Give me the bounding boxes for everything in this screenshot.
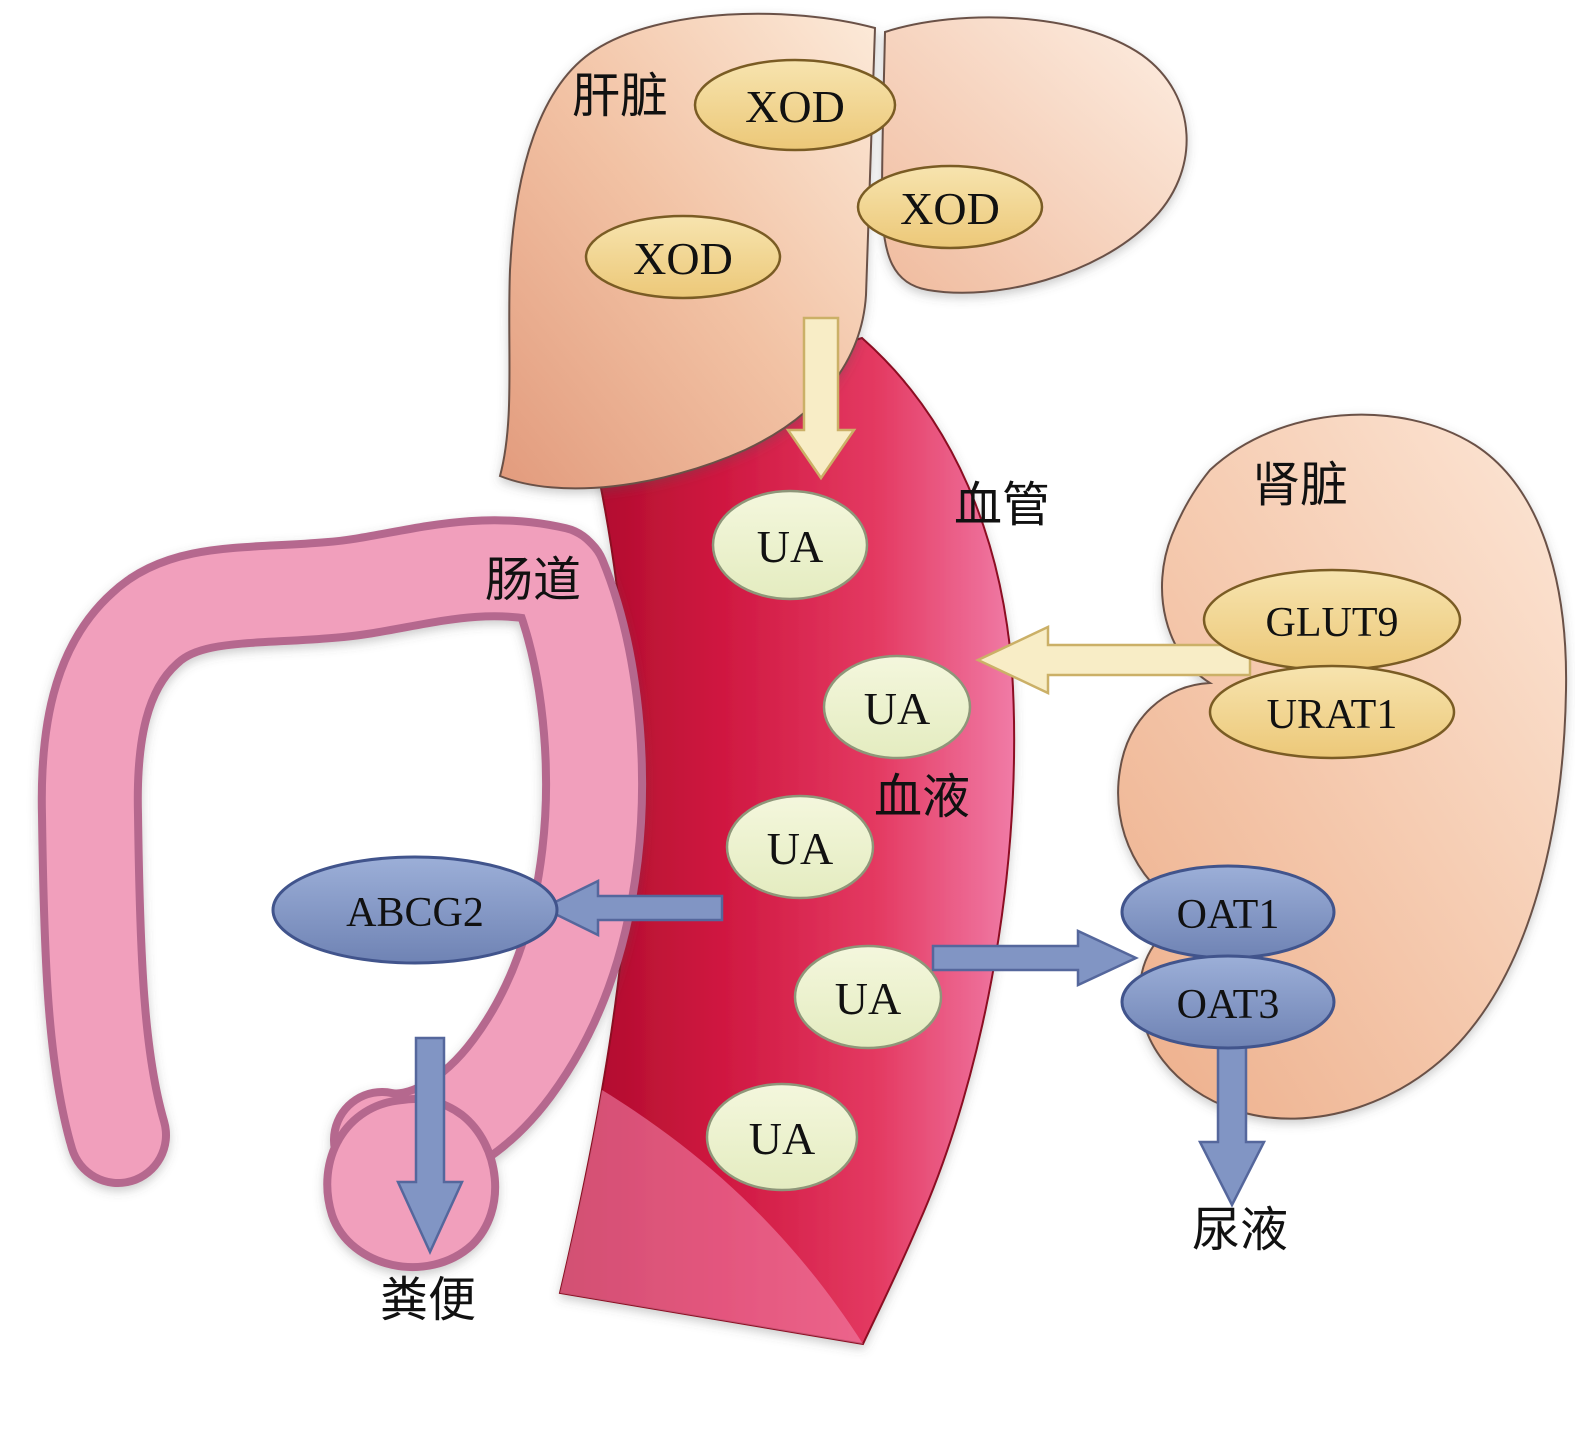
ua-label: UA	[835, 973, 901, 1024]
intestine-label: 肠道	[485, 554, 581, 607]
xod-label: XOD	[900, 183, 1000, 234]
oat3-ellipse	[1120, 954, 1336, 1050]
oat1-label: OAT1	[1177, 892, 1280, 938]
blood-label: 血液	[874, 771, 970, 824]
ua-node-1: UA	[711, 489, 869, 601]
liver-right-lobe	[880, 16, 1188, 294]
ua-label: UA	[749, 1113, 815, 1164]
xod-ellipse	[693, 58, 897, 152]
kidney-label: 肾脏	[1252, 459, 1348, 512]
urat1-node: URAT1	[1208, 664, 1456, 760]
intestine-arch	[45, 524, 599, 1179]
ua-label: UA	[757, 521, 823, 572]
ua-ellipse	[711, 489, 869, 601]
feces-label: 粪便	[380, 1274, 476, 1327]
arrow-ua-to-abcg2	[540, 878, 724, 938]
urat1-ellipse	[1208, 664, 1456, 760]
ua-node-2: UA	[822, 654, 972, 760]
arrow-kidney-to-vessel	[975, 625, 1252, 695]
ua-label: UA	[767, 823, 833, 874]
ua-ellipse	[725, 794, 875, 900]
liver-label: 肝脏	[572, 70, 668, 123]
xod-label: XOD	[633, 233, 733, 284]
oat3-label: OAT3	[1177, 982, 1280, 1028]
xod-node-2: XOD	[856, 164, 1044, 250]
xod-label: XOD	[745, 81, 845, 132]
glut9-node: GLUT9	[1202, 568, 1462, 672]
ua-label: UA	[864, 683, 930, 734]
arrow-ua-to-oat	[931, 929, 1139, 987]
arrow-to-urine	[1197, 1044, 1267, 1208]
ua-node-4: UA	[793, 944, 943, 1050]
xod-ellipse	[856, 164, 1044, 250]
abcg2-node: ABCG2	[271, 855, 559, 965]
vessel-label: 血管	[954, 479, 1050, 532]
arrow-to-feces	[396, 1036, 464, 1256]
abcg2-label: ABCG2	[346, 890, 484, 936]
glut9-label: GLUT9	[1266, 600, 1399, 646]
urine-label: 尿液	[1192, 1204, 1288, 1257]
xod-ellipse	[584, 214, 782, 300]
ua-ellipse	[705, 1082, 859, 1192]
abcg2-ellipse	[271, 855, 559, 965]
ua-ellipse	[822, 654, 972, 760]
arrow-liver-to-vessel	[785, 316, 857, 481]
ua-node-3: UA	[725, 794, 875, 900]
ua-ellipse	[793, 944, 943, 1050]
urat1-label: URAT1	[1267, 692, 1398, 738]
oat1-node: OAT1	[1120, 864, 1336, 960]
xod-node-1: XOD	[693, 58, 897, 152]
xod-node-3: XOD	[584, 214, 782, 300]
oat3-node: OAT3	[1120, 954, 1336, 1050]
ua-node-5: UA	[705, 1082, 859, 1192]
blood-vessel-highlight	[560, 1090, 863, 1344]
